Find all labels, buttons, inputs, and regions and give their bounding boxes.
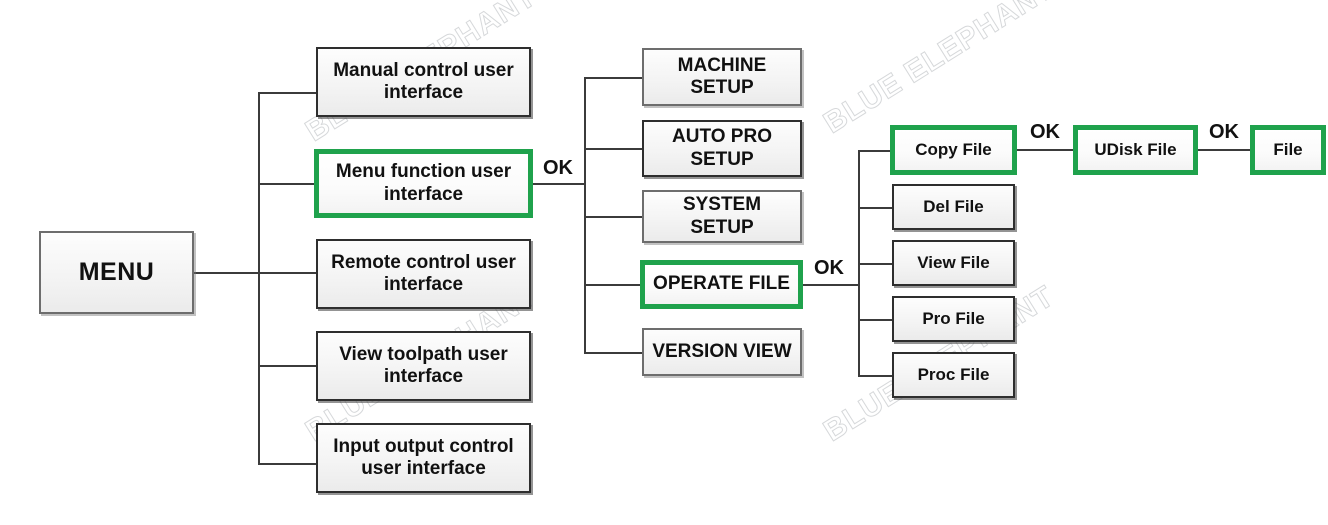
node-label: AUTO PRO SETUP [672,126,772,170]
node-label: MACHINE SETUP [677,54,767,98]
node-label: Menu function user interface [335,161,512,205]
node-machine-setup[interactable]: MACHINE SETUP [642,48,802,106]
connector-to-l2-4 [584,352,642,354]
trunk-level2 [584,77,586,352]
node-pro-file[interactable]: Pro File [892,296,1015,342]
node-label: View toolpath user interface [339,343,508,387]
node-label: VERSION VIEW [652,340,792,362]
node-remote-control-user-interface[interactable]: Remote control user interface [316,239,531,309]
connector-to-l1-3 [258,365,316,367]
connector-to-l2-2 [584,216,642,218]
node-label: Del File [923,197,984,217]
node-label: Pro File [922,309,985,329]
connector-to-l3-4 [858,375,896,377]
connector-menu-function-to-trunk2 [533,183,586,185]
connector-to-l2-1 [584,148,642,150]
trunk-level1 [258,92,260,464]
connector-to-l3-0 [858,150,896,152]
node-proc-file[interactable]: Proc File [892,352,1015,398]
connector-to-l3-1 [858,207,896,209]
connector-to-l2-3 [584,284,642,286]
node-input-output-control-user-interface[interactable]: Input output control user interface [316,423,531,493]
node-manual-control-user-interface[interactable]: Manual control user interface [316,47,531,117]
node-label: Input output control user interface [333,435,514,479]
node-menu-root[interactable]: MENU [39,231,194,314]
node-udisk-file[interactable]: UDisk File [1073,125,1198,175]
node-label: Remote control user interface [331,251,516,295]
node-operate-file[interactable]: OPERATE FILE [640,260,803,309]
node-label: Manual control user interface [333,59,514,103]
connector-to-l1-0 [258,92,316,94]
connector-to-l3-3 [858,319,896,321]
connector-udisk-to-file [1196,149,1252,151]
connector-menu-to-trunk1 [194,272,260,274]
connector-to-l2-0 [584,77,642,79]
ok-label-level2-to-level3: OK [814,257,844,279]
node-version-view[interactable]: VERSION VIEW [642,328,802,376]
connector-operate-file-to-trunk3 [803,284,860,286]
node-view-toolpath-user-interface[interactable]: View toolpath user interface [316,331,531,401]
node-system-setup[interactable]: SYSTEM SETUP [642,190,802,243]
node-label: UDisk File [1094,140,1177,160]
node-label: Copy File [915,140,992,160]
node-auto-pro-setup[interactable]: AUTO PRO SETUP [642,120,802,177]
connector-to-l1-2 [258,272,316,274]
node-label: OPERATE FILE [653,273,790,295]
node-label: File [1273,140,1303,160]
node-copy-file[interactable]: Copy File [890,125,1017,175]
node-label: SYSTEM SETUP [682,194,762,238]
connector-to-l3-2 [858,263,896,265]
connector-to-l1-4 [258,463,316,465]
ok-label-udisk-to-file: OK [1209,121,1239,143]
node-del-file[interactable]: Del File [892,184,1015,230]
node-file[interactable]: File [1250,125,1326,175]
ok-label-menu-to-level2: OK [543,157,573,179]
node-menu-function-user-interface[interactable]: Menu function user interface [314,149,533,218]
connector-copy-to-udisk [1017,149,1075,151]
node-label: View File [917,253,990,273]
node-label: Proc File [917,365,990,385]
node-label: MENU [78,258,155,286]
node-view-file[interactable]: View File [892,240,1015,286]
ok-label-copy-to-udisk: OK [1030,121,1060,143]
connector-to-l1-1 [258,183,316,185]
watermark: BLUE ELEPHANT [818,0,1061,140]
